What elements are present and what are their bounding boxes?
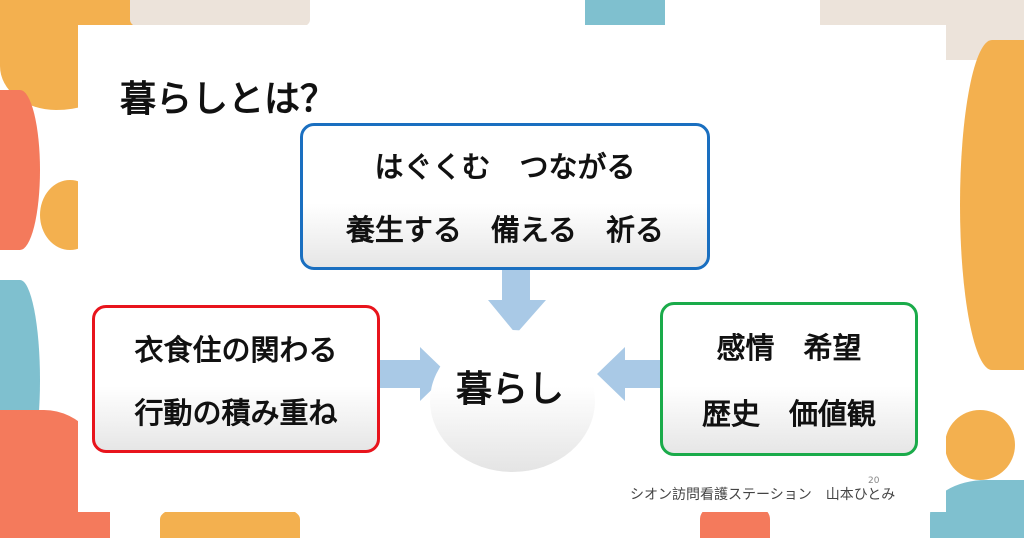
center-label: 暮らし [456,369,565,410]
top-box: はぐくむ つながる 養生する 備える 祈る [300,123,710,270]
top-box-line: はぐくむ つながる [374,150,636,185]
left-box-line: 行動の積み重ね [134,395,338,430]
decor-blob [0,90,40,250]
slide-title: 暮らしとは？ [120,79,337,120]
decor-blob [960,40,1024,370]
arrow-down [488,270,546,334]
left-box-line: 衣食住の関わる [134,332,338,367]
arrow-left [597,347,660,401]
left-box: 衣食住の関わる 行動の積み重ね [92,305,380,453]
top-box-line: 養生する 備える 祈る [345,212,665,247]
right-box-line: 歴史 価値観 [701,397,876,431]
page-number: 20 [868,476,880,486]
center-circle [430,330,595,472]
decor-blob [945,410,1015,480]
right-box-line: 感情 希望 [716,331,862,365]
right-box: 感情 希望 歴史 価値観 [660,302,918,456]
footer-credit: シオン訪問看護ステーション 山本ひとみ [630,487,896,503]
